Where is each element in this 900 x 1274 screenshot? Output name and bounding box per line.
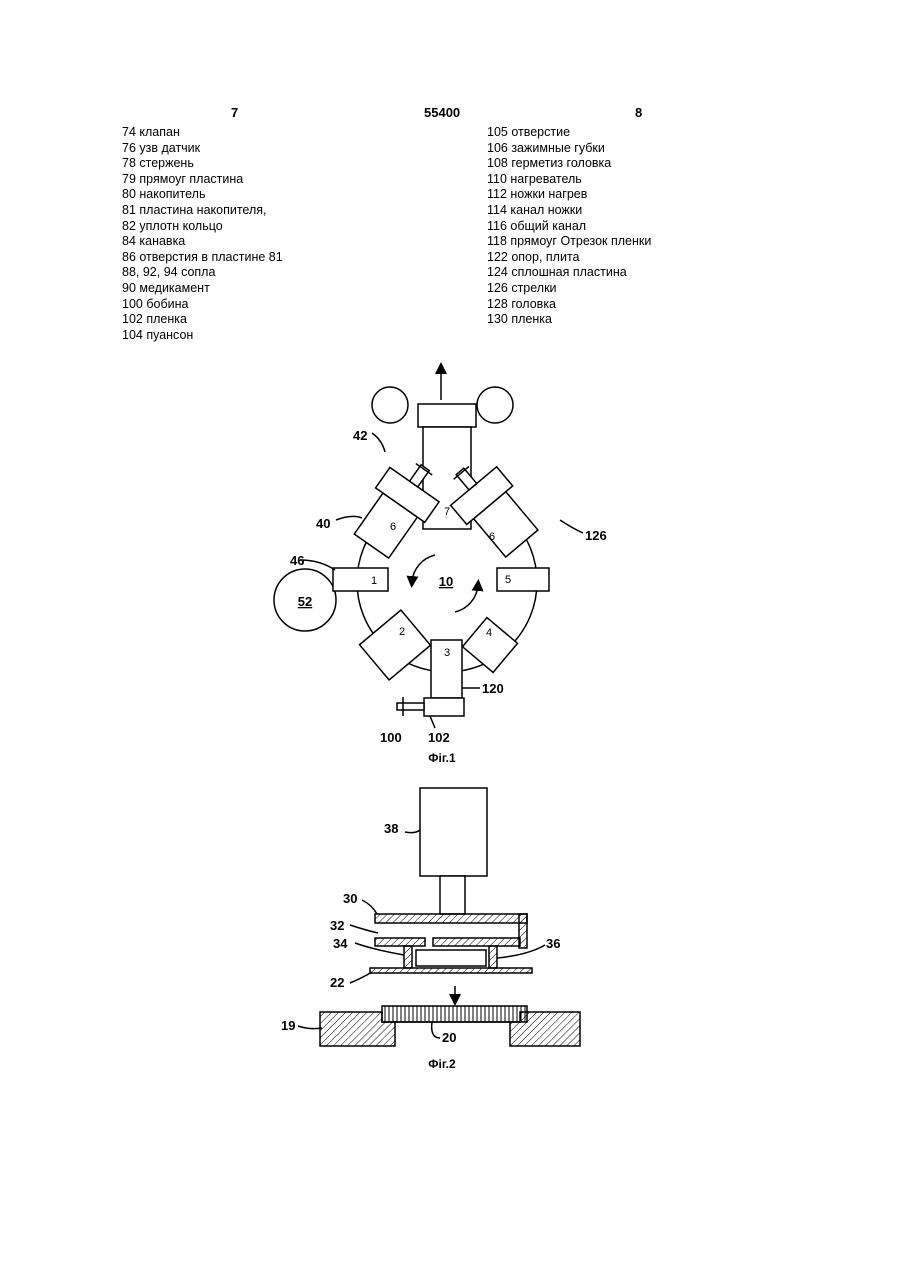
ref-label: 38 [384,821,398,836]
ref-label: 100 [380,730,402,745]
station-label: 1 [371,575,377,587]
leader-38 [405,830,420,833]
station-label: 6 [489,531,495,543]
leader-126 [560,520,583,533]
leader-30 [362,900,377,914]
figure-2-caption: Фіг.2 [428,1057,456,1071]
leader-40 [336,516,362,520]
insert-20 [382,1006,527,1022]
plate-34-left [375,938,425,946]
reel-label: 52 [298,594,312,609]
ref-label: 19 [281,1018,295,1033]
ref-label: 34 [333,936,348,951]
post-left [404,946,412,968]
motor-38 [420,788,487,876]
post-right [489,946,497,968]
figure-1-caption: Фіг.1 [428,751,456,765]
figure-2 [298,788,580,1046]
ref-label: 42 [353,428,367,443]
ref-label: 126 [585,528,607,543]
ref-label: 30 [343,891,357,906]
station-3-head [424,698,464,716]
ref-label: 20 [442,1030,456,1045]
leader-42 [372,433,385,452]
plate-34-right [433,938,520,946]
station-label: 5 [505,574,511,586]
figure-1 [274,368,583,728]
ref-label: 120 [482,681,504,696]
station-label: 4 [486,627,492,639]
ref-label: 32 [330,918,344,933]
shaft [440,876,465,914]
ref-label: 40 [316,516,330,531]
plate-30 [375,914,527,923]
spool-left [372,387,408,423]
station-label: 6 [390,521,396,533]
turntable-label: 10 [439,574,453,589]
station-label: 2 [399,626,405,638]
leader-20 [432,1022,440,1038]
leader-22 [350,972,372,983]
spool-right [477,387,513,423]
leader-32 [350,925,378,933]
leader-19 [298,1026,322,1029]
blister-cup [416,950,486,966]
film-22 [370,968,532,973]
ref-label: 22 [330,975,344,990]
ref-label: 36 [546,936,560,951]
station-1 [333,568,388,591]
station-7-head [418,404,476,427]
film-bobbin-feed [397,703,424,710]
station-label: 7 [444,506,450,518]
station-label: 3 [444,647,450,659]
ref-label: 46 [290,553,304,568]
leader-102 [430,716,435,728]
ref-label: 102 [428,730,450,745]
